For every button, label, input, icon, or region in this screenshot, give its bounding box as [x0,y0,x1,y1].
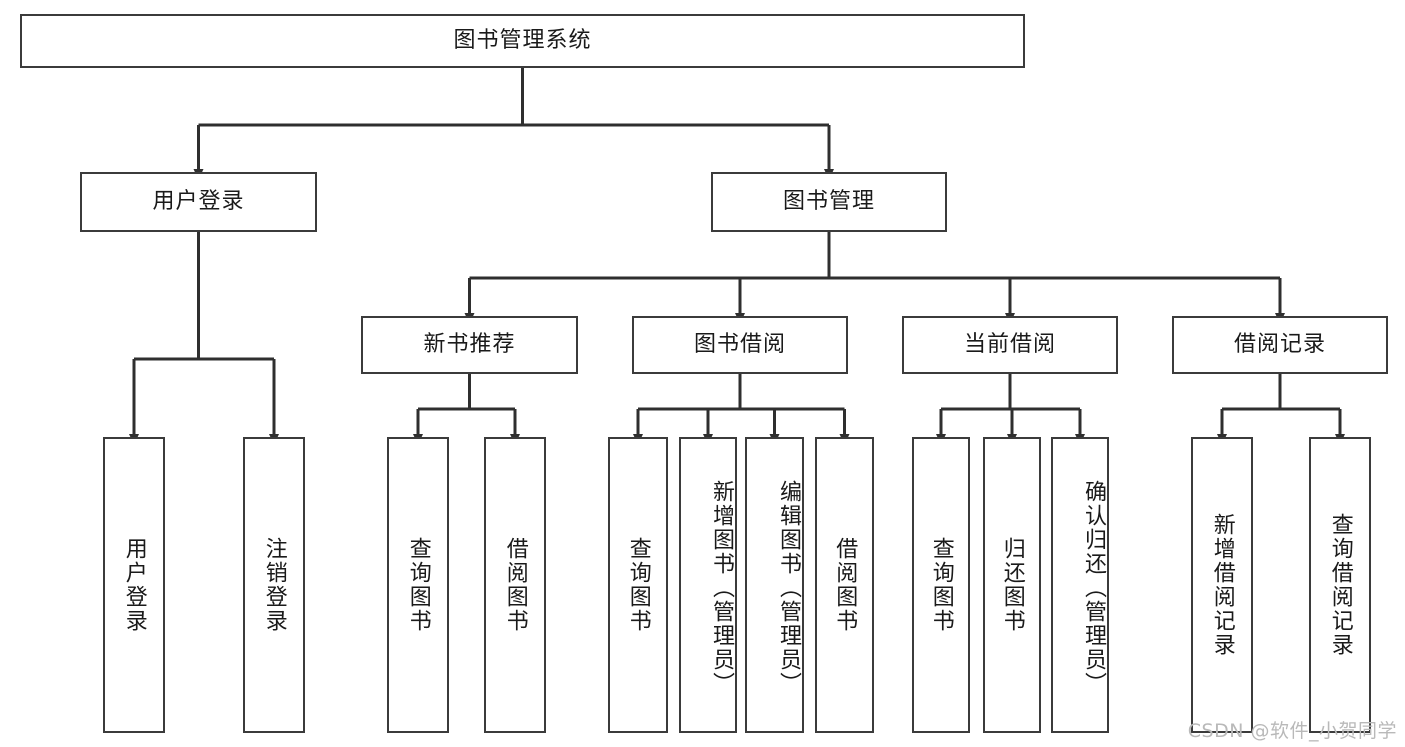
node-new-book-recommend[interactable]: 新书推荐 [361,316,578,374]
node-label: 确认归还（管理员） [1081,480,1106,696]
node-leaf-query-book-1[interactable]: 查询图书 [387,437,449,733]
node-leaf-query-book-2[interactable]: 查询图书 [608,437,668,733]
node-label: 查询图书 [928,537,954,633]
node-leaf-borrow-book-2[interactable]: 借阅图书 [815,437,874,733]
node-label: 新增借阅记录 [1209,513,1235,657]
node-label: 用户登录 [121,537,147,633]
node-leaf-borrow-book-1[interactable]: 借阅图书 [484,437,546,733]
node-current-borrow[interactable]: 当前借阅 [902,316,1118,374]
node-label: 查询借阅记录 [1327,513,1353,657]
node-leaf-add-book[interactable]: 新增图书（管理员） [679,437,737,733]
node-label: 新书推荐 [423,331,516,357]
node-label: 注销登录 [261,537,287,633]
node-label: 归还图书 [999,537,1025,633]
node-label: 新增图书（管理员） [709,480,734,696]
node-leaf-user-login[interactable]: 用户登录 [103,437,165,733]
node-label: 编辑图书（管理员） [776,480,801,696]
node-leaf-query-book-3[interactable]: 查询图书 [912,437,970,733]
node-label: 查询图书 [405,537,431,633]
node-book-borrow[interactable]: 图书借阅 [632,316,848,374]
node-label: 当前借阅 [963,331,1056,357]
node-label: 借阅图书 [832,537,858,633]
node-leaf-confirm-return[interactable]: 确认归还（管理员） [1051,437,1109,733]
node-label: 图书借阅 [693,331,786,357]
node-user-login[interactable]: 用户登录 [80,172,317,232]
node-label: 借阅记录 [1233,331,1326,357]
node-leaf-logout[interactable]: 注销登录 [243,437,305,733]
node-label: 图书管理 [782,188,875,214]
node-book-manage[interactable]: 图书管理 [711,172,947,232]
node-label: 图书管理系统 [453,27,592,53]
node-label: 用户登录 [152,188,245,214]
node-label: 查询图书 [625,537,651,633]
node-leaf-edit-book[interactable]: 编辑图书（管理员） [745,437,804,733]
node-borrow-record[interactable]: 借阅记录 [1172,316,1388,374]
node-root[interactable]: 图书管理系统 [20,14,1025,68]
node-leaf-query-record[interactable]: 查询借阅记录 [1309,437,1371,733]
node-label: 借阅图书 [502,537,528,633]
node-leaf-return-book[interactable]: 归还图书 [983,437,1041,733]
node-leaf-add-record[interactable]: 新增借阅记录 [1191,437,1253,733]
